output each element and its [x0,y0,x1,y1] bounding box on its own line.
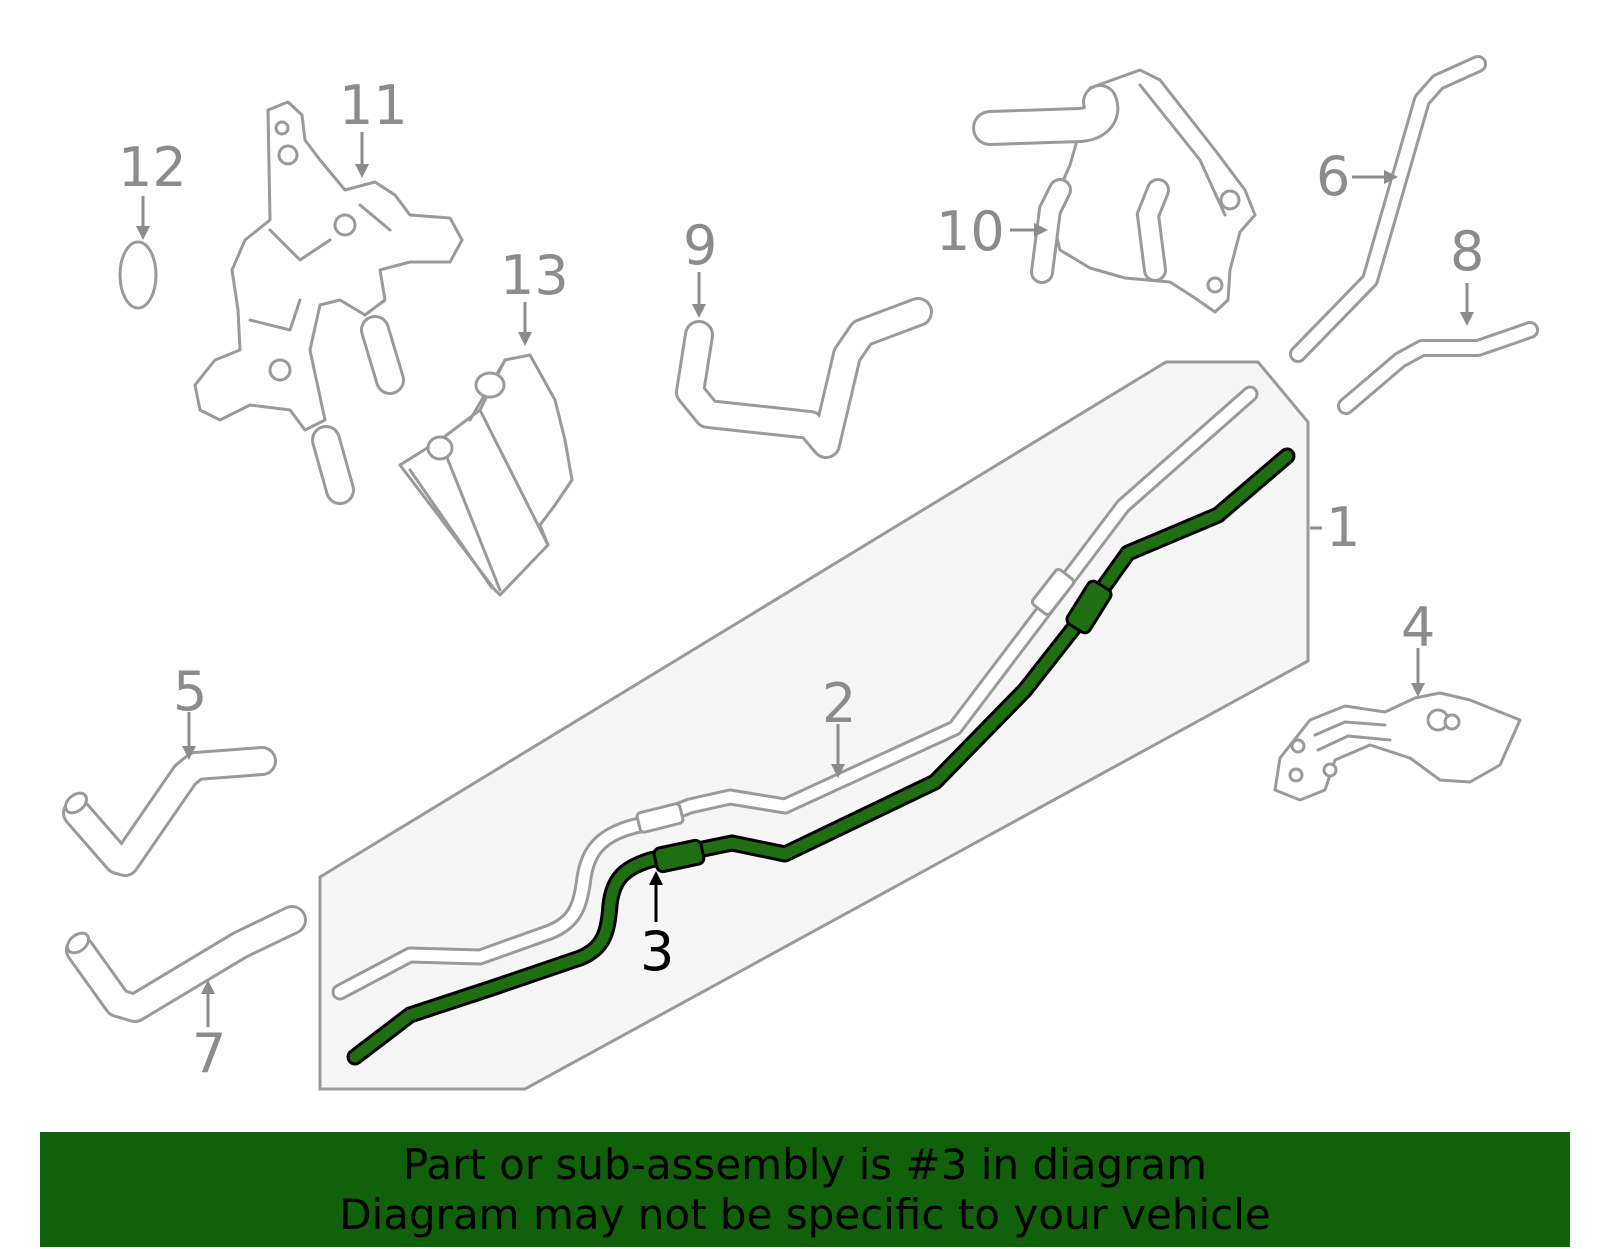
part-3-sleeve-lower [652,838,706,874]
callout-3: 3 [640,920,674,983]
callout-1: 1 [1326,496,1360,559]
callout-6: 6 [1316,145,1350,208]
callout-5: 5 [173,660,207,723]
part-5-hose [62,746,277,877]
callout-8: 8 [1450,220,1484,283]
part-3-highlighted-tube [346,447,1296,1066]
callout-7: 7 [192,1022,226,1085]
part-8-pipe [1337,321,1539,415]
callout-2: 2 [822,672,856,735]
part-2-sleeve-upper [1030,568,1076,616]
part-12-o-ring [118,240,158,310]
part-11-housing [193,100,464,505]
callout-leaders [136,132,1474,1027]
part-9-hose [675,297,933,459]
callout-11: 11 [339,74,408,137]
part-3-sleeve-upper [1065,579,1113,635]
banner-line-1: Part or sub-assembly is #3 in diagram [402,1139,1208,1189]
part-13-cooler [398,353,574,597]
assembly-1-panel [318,360,1310,1091]
callout-4: 4 [1401,596,1435,659]
callout-13: 13 [500,244,569,307]
part-6-pipe [1289,55,1487,363]
callout-9: 9 [683,214,717,277]
part-4-fitting [1273,691,1522,802]
part-10-housing [972,68,1257,314]
callout-12: 12 [118,136,187,199]
part-7-hose [65,905,307,1023]
banner-line-2: Diagram may not be specific to your vehi… [339,1189,1271,1239]
part-2-tube [331,385,1259,1001]
part-2-sleeve-lower [635,802,685,834]
callout-10: 10 [936,200,1005,263]
info-banner: Part or sub-assembly is #3 in diagram Di… [40,1132,1570,1247]
